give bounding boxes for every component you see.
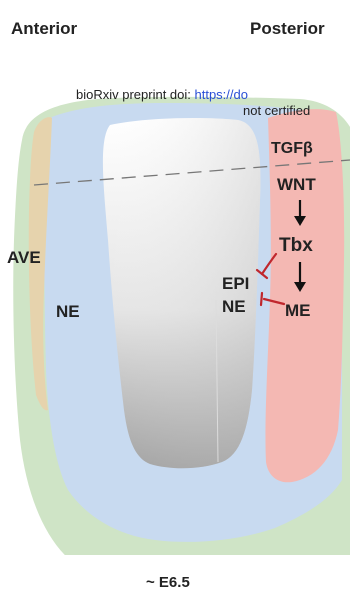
ave-label: AVE (7, 248, 41, 267)
anterior-label: Anterior (11, 19, 78, 38)
tgf-beta-label: TGFβ (271, 140, 313, 157)
epi-label: EPI (222, 274, 249, 293)
posterior-label: Posterior (250, 19, 325, 38)
watermark-line2: not certified (243, 103, 310, 118)
ne-left-label: NE (56, 302, 80, 321)
embryo-egg-cylinder (13, 97, 355, 601)
mesoderm-region (265, 109, 344, 482)
me-label: ME (285, 301, 311, 320)
stage-label: ~ E6.5 (146, 574, 190, 591)
watermark-line1: bioRxiv preprint doi: https://do (76, 87, 248, 102)
watermark-link[interactable]: https://do (195, 87, 248, 102)
wnt-label: WNT (277, 175, 316, 194)
watermark-prefix: bioRxiv preprint doi: (76, 87, 195, 102)
tbx-label: Tbx (279, 235, 313, 256)
ne-right-label: NE (222, 297, 246, 316)
